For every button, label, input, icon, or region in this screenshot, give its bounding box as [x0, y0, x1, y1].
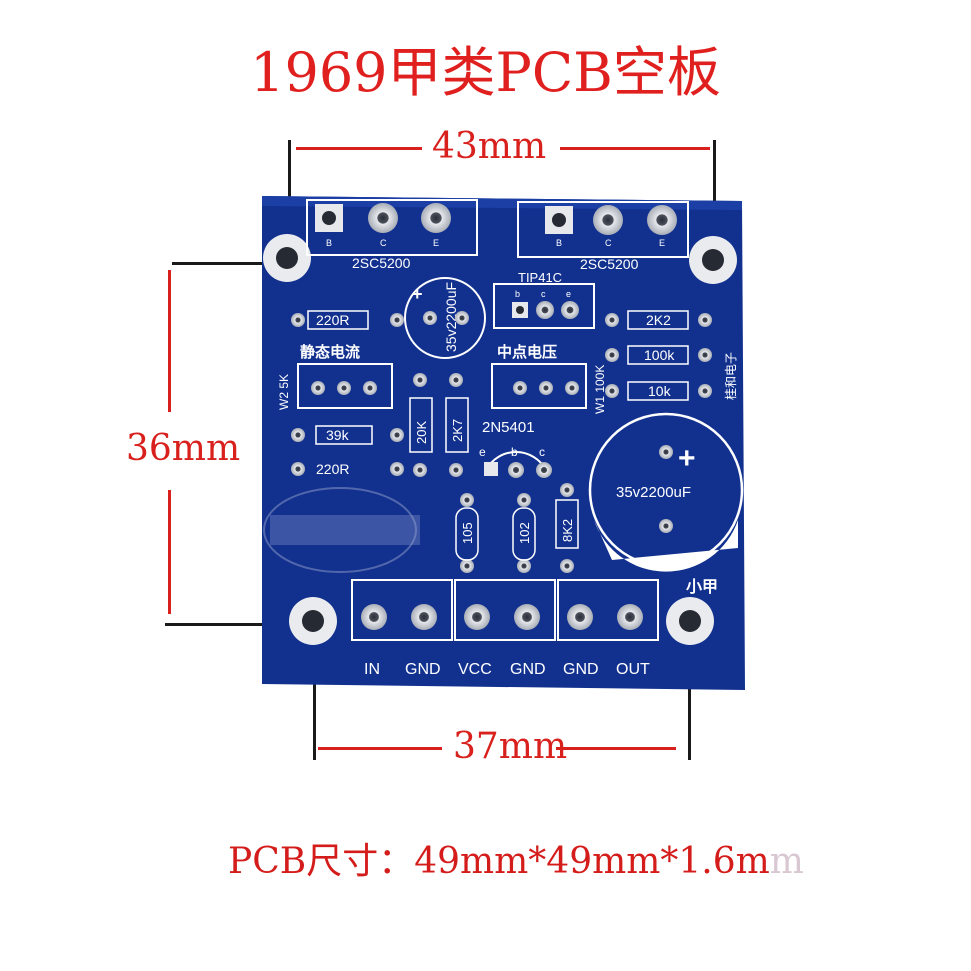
capacitor-big-label: 35v2200uF — [616, 484, 691, 501]
terminal-gnd-3: GND — [563, 661, 599, 678]
pcb-substrate — [262, 196, 745, 690]
static-current-label: 静态电流 — [300, 343, 360, 361]
capacitor-small-label: 35v2200uF — [443, 282, 459, 352]
bottom-dimension-line-left — [318, 747, 442, 750]
transistor-right-outline — [517, 201, 689, 258]
transistor-left-pin-c: C — [380, 238, 387, 248]
pot-w1-label: W1 100K — [593, 365, 607, 414]
resistor-100k: 100k — [644, 347, 675, 363]
resistor-39k: 39k — [326, 427, 350, 443]
driver-pin-c: c — [541, 289, 546, 299]
terminal-vcc: VCC — [458, 661, 492, 678]
resistor-10k: 10k — [648, 383, 672, 399]
driver-pin-b: b — [515, 289, 520, 299]
top-right-marker — [713, 140, 716, 258]
pot-w2-outline — [297, 363, 393, 409]
terminal-block-1 — [351, 579, 453, 641]
transistor-right-label: 2SC5200 — [580, 256, 639, 272]
top-dimension-line-left — [296, 147, 422, 150]
terminal-block-2 — [454, 579, 556, 641]
driver-outline — [493, 283, 595, 329]
transistor-left-pin-b: B — [326, 238, 332, 248]
bottom-right-marker — [688, 628, 691, 760]
capacitor-small-outline — [404, 277, 486, 359]
mounting-hole-bottom-right — [666, 597, 714, 645]
resistor-20k: 20K — [414, 421, 429, 444]
capacitor-105: 105 — [460, 522, 475, 544]
terminal-block-3 — [557, 579, 659, 641]
terminal-out: OUT — [616, 661, 650, 678]
terminal-gnd-2: GND — [510, 661, 546, 678]
pot-w2-label: W2 5K — [277, 374, 291, 410]
pcb-size-watermark: m — [769, 841, 804, 882]
terminal-gnd-1: GND — [405, 661, 441, 678]
resistor-8k2: 8K2 — [560, 519, 575, 542]
resistor-2k2: 2K2 — [646, 312, 671, 328]
driver-label: TIP41C — [518, 270, 562, 285]
left-dimension-line-bottom — [168, 490, 171, 614]
bottom-dimension-label: 37mm — [453, 726, 568, 767]
resistor-220r-mid: 220R — [316, 461, 349, 477]
transistor-left-outline — [306, 199, 478, 256]
top-dimension-line-right — [560, 147, 710, 150]
driver-pin-e: e — [566, 289, 571, 299]
mounting-hole-top-right — [689, 236, 737, 284]
transistor-left-pin-e: E — [433, 238, 439, 248]
mounting-hole-top-left — [263, 234, 311, 282]
left-top-marker — [172, 262, 280, 265]
capacitor-102: 102 — [517, 522, 532, 544]
small-transistor-pin-e: e — [479, 445, 486, 459]
pot-w1-outline — [491, 363, 587, 409]
left-dimension-line-top — [168, 270, 171, 412]
left-bottom-marker — [165, 623, 310, 626]
small-transistor-pin-c: c — [539, 445, 545, 459]
bottom-left-marker — [313, 628, 316, 760]
resistor-2k7: 2K7 — [450, 419, 465, 442]
capacitor-small-sign: + — [412, 284, 423, 304]
bottom-dimension-line-right — [556, 747, 676, 750]
brand-vertical-label: 桂和电子 — [723, 352, 738, 400]
page-title: 1969甲类PCB空板 — [250, 41, 721, 104]
pcb-size-caption: PCB尺寸：49mm*49mm*1.6mm — [228, 832, 804, 884]
transistor-right-pin-b: B — [556, 238, 562, 248]
left-dimension-label: 36mm — [126, 428, 241, 469]
transistor-left-label: 2SC5200 — [352, 255, 411, 271]
top-dimension-label: 43mm — [432, 126, 547, 167]
small-transistor-pin-b: b — [511, 445, 518, 459]
transistor-right-pin-c: C — [605, 238, 612, 248]
small-transistor-label: 2N5401 — [482, 419, 535, 436]
terminal-in: IN — [364, 661, 380, 678]
resistor-220r-top: 220R — [316, 312, 349, 328]
pcb-size-text: PCB尺寸：49mm*49mm*1.6m — [228, 841, 770, 882]
capacitor-big-sign: + — [678, 442, 696, 475]
transistor-right-pin-e: E — [659, 238, 665, 248]
capacitor-faded — [263, 487, 417, 573]
small-a-label: 小甲 — [686, 578, 718, 596]
mounting-hole-bottom-left — [289, 597, 337, 645]
mid-voltage-label: 中点电压 — [497, 343, 557, 361]
